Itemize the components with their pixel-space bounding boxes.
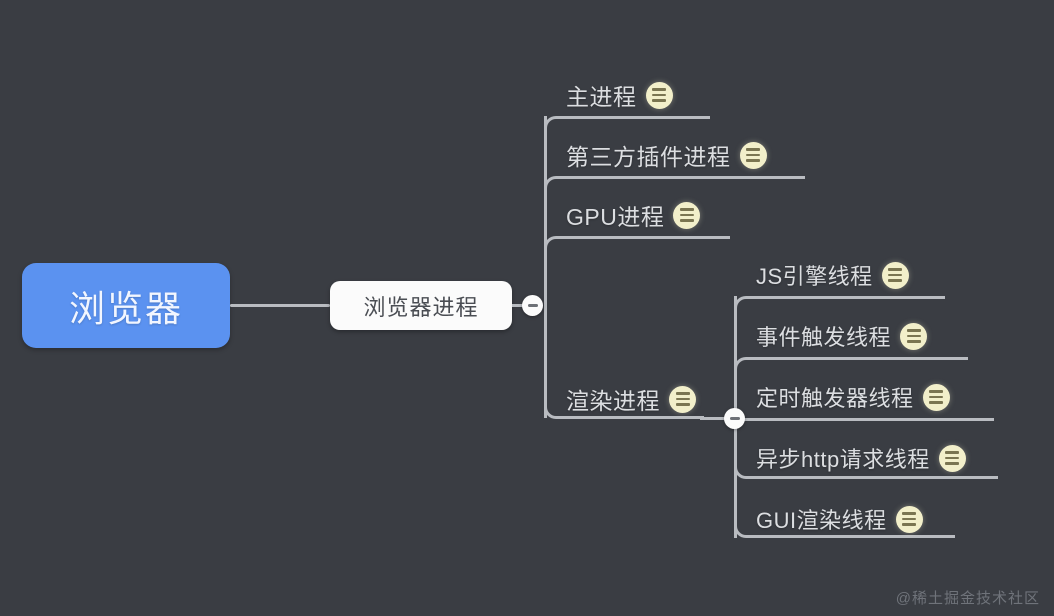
collapse-toggle-browser-process[interactable] [522, 295, 543, 316]
connector-process-to-toggle [512, 304, 524, 307]
note-icon[interactable] [895, 505, 923, 533]
connector-elbow-main-process [544, 116, 710, 128]
note-icon[interactable] [669, 385, 696, 413]
leaf-js-engine-thread-label: JS引擎线程 [756, 264, 873, 289]
leaf-main-process-label: 主进程 [566, 84, 637, 110]
connector-root-to-process [230, 304, 330, 307]
leaf-http-thread-label: 异步http请求线程 [756, 447, 930, 472]
note-icon[interactable] [739, 141, 767, 169]
leaf-event-thread[interactable]: 事件触发线程 [756, 320, 928, 352]
leaf-http-thread[interactable]: 异步http请求线程 [756, 442, 966, 474]
leaf-plugin-process[interactable]: 第三方插件进程 [566, 138, 767, 172]
connector-elbow-gpu-process [544, 236, 730, 248]
watermark: @稀土掘金技术社区 [895, 590, 1040, 607]
note-icon[interactable] [673, 201, 701, 229]
leaf-gpu-process[interactable]: GPU进程 [566, 198, 701, 232]
note-icon[interactable] [900, 322, 928, 350]
leaf-gui-thread[interactable]: GUI渲染线程 [756, 503, 923, 535]
connector-render-to-toggle [700, 417, 726, 420]
connector-elbow-gui-thread [734, 526, 955, 538]
leaf-render-process[interactable]: 渲染进程 [566, 382, 696, 416]
root-node-browser[interactable]: 浏览器 [22, 263, 230, 348]
leaf-timer-thread[interactable]: 定时触发器线程 [756, 381, 950, 413]
root-node-label: 浏览器 [68, 287, 183, 329]
connector-elbow-render-process [544, 407, 704, 419]
note-icon[interactable] [938, 444, 966, 472]
note-icon[interactable] [645, 81, 673, 109]
leaf-timer-thread-label: 定时触发器线程 [756, 386, 914, 411]
leaf-event-thread-label: 事件触发线程 [756, 325, 892, 350]
leaf-render-process-label: 渲染进程 [566, 388, 660, 414]
node-browser-process[interactable]: 浏览器进程 [330, 281, 512, 330]
leaf-js-engine-thread[interactable]: JS引擎线程 [756, 259, 909, 291]
leaf-plugin-process-label: 第三方插件进程 [566, 144, 731, 170]
connector-elbow-http-thread [734, 467, 998, 479]
connector-elbow-plugin-process [544, 176, 805, 188]
leaf-gpu-process-label: GPU进程 [566, 204, 665, 230]
connector-elbow-timer-thread [734, 418, 994, 430]
connector-elbow-js-engine-thread [734, 296, 945, 308]
connector-elbow-event-thread [734, 357, 968, 369]
branch-spine-processes [544, 116, 547, 418]
node-browser-process-label: 浏览器进程 [363, 294, 479, 320]
note-icon[interactable] [922, 383, 950, 411]
leaf-main-process[interactable]: 主进程 [566, 78, 673, 112]
leaf-gui-thread-label: GUI渲染线程 [756, 508, 887, 533]
note-icon[interactable] [881, 261, 909, 289]
collapse-toggle-render-process[interactable] [724, 408, 745, 429]
